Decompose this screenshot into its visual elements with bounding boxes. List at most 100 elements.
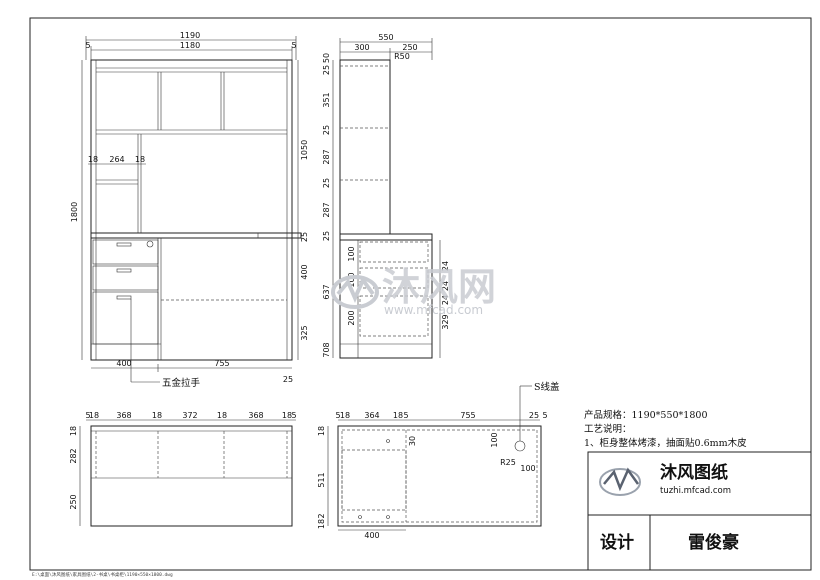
watermark-logo-icon	[331, 275, 379, 309]
side-depth-a: 300	[354, 43, 369, 52]
side-drawer-dim: 100	[347, 246, 356, 261]
designer-name: 雷俊豪	[688, 532, 739, 553]
plan-left-v-dim: 282	[69, 448, 78, 463]
watermark-url: www.mfcad.com	[384, 303, 483, 317]
plan-right-dim: 755	[460, 411, 475, 420]
lock-icon	[146, 240, 154, 248]
front-cabinet-body	[90, 59, 293, 361]
handle-icon	[116, 295, 132, 300]
plan-left-dim: 368	[116, 411, 131, 420]
wire-cover-icon	[514, 440, 526, 452]
side-v-dim: 287	[322, 149, 331, 164]
side-v-dim: 25	[322, 125, 331, 135]
plan-right-dim: 18	[393, 411, 403, 420]
plan-left-dim: 5	[291, 411, 296, 420]
front-gap-left: 18	[88, 155, 98, 164]
plan-left-dim: 18	[152, 411, 162, 420]
title-block: 沐风图纸 tuzhi.mfcad.com 设计 雷俊豪	[587, 451, 812, 571]
plan-right-inner-dim: 100	[520, 464, 535, 473]
design-label: 设计	[600, 532, 634, 553]
sheet-frame	[29, 17, 812, 571]
plan-right-dim: 18	[340, 411, 350, 420]
front-width-inner: 1180	[180, 41, 200, 50]
side-v-dim: 287	[322, 202, 331, 217]
side-v-dim: 25	[322, 65, 331, 75]
front-upper-height: 1050	[300, 140, 309, 160]
process-title: 工艺说明：	[584, 423, 632, 435]
brand-logo-icon	[599, 467, 641, 496]
side-v-dim: 25	[322, 178, 331, 188]
plan-right-inner-dim: 30	[408, 436, 417, 446]
front-side-right: 5	[291, 41, 296, 50]
plan-right-inner-dim: 100	[490, 432, 499, 447]
side-hutch	[339, 59, 391, 235]
plan-left-outline	[90, 425, 293, 527]
brand-url: tuzhi.mfcad.com	[660, 486, 731, 496]
handle-label: 五金拉手	[162, 377, 201, 389]
handle-icon	[116, 268, 132, 273]
front-side-left: 5	[85, 41, 90, 50]
side-right-dim: 24	[441, 261, 450, 271]
side-drawer-3	[359, 295, 429, 337]
front-bottom-right: 755	[214, 359, 229, 368]
plan-left-dim: 18	[89, 411, 99, 420]
plan-right-dim: 5	[335, 411, 340, 420]
side-depth-b: 250	[402, 43, 417, 52]
plan-left-v-dim: 18	[69, 426, 78, 436]
side-view: 550 300 250 R50 50 25 351 25 287 25 287 …	[322, 33, 450, 359]
process-note: 1、柜身整体烤漆，抽面贴0.6mm木皮	[584, 437, 747, 449]
plan-right-inner-dim: R25	[500, 458, 516, 467]
side-right-dim: 24	[441, 295, 450, 305]
front-cubby-width: 264	[109, 155, 124, 164]
plan-right-dim: 5	[542, 411, 547, 420]
plan-right-drawer-box	[341, 449, 407, 511]
wire-cover-label: S线盖	[534, 381, 560, 393]
plan-right-outline	[337, 425, 542, 527]
side-v-dim: 637	[322, 284, 331, 299]
side-drawer-dim: 100	[347, 272, 356, 287]
front-drawer-2	[92, 265, 159, 291]
front-drawer-1	[92, 239, 159, 265]
front-gap-right: 18	[135, 155, 145, 164]
brand-name: 沐风图纸	[660, 462, 728, 483]
plan-right-dim: 5	[403, 411, 408, 420]
plan-left-dim: 368	[248, 411, 263, 420]
watermark: 沐风网 www.mfcad.com	[331, 265, 496, 317]
side-v-dim: 25	[322, 231, 331, 241]
plan-left: 5 18 368 18 372 18 368 18 5 18 282 250	[69, 411, 297, 527]
plan-left-dim: 5	[85, 411, 90, 420]
front-width-total: 1190	[180, 31, 200, 40]
plan-right-v-dim: 511	[317, 472, 326, 487]
side-v-dim: 50	[322, 53, 331, 63]
plan-right-v-dim: 2	[317, 513, 326, 518]
side-base	[339, 239, 433, 359]
front-height-total: 1800	[70, 202, 79, 222]
plan-left-dim: 18	[282, 411, 292, 420]
plan-left-v-dim: 250	[69, 494, 78, 509]
side-v-dim: 708	[322, 342, 331, 357]
front-drawer-zone: 400	[300, 264, 309, 279]
file-path: E:\桌面\沐风图纸\家具图纸\2-书桌\书桌柜\1190×550×1800.d…	[32, 571, 173, 578]
front-drawer-3	[92, 291, 159, 345]
side-v-dim: 351	[322, 92, 331, 107]
plan-right: 5 18 364 18 5 755 25 5 S线盖 30 100 R25 10…	[317, 381, 560, 540]
plan-right-dim: 25	[529, 411, 539, 420]
plan-right-v-dim: 18	[317, 426, 326, 436]
front-desktop	[90, 232, 302, 239]
watermark-brand: 沐风网	[382, 265, 496, 309]
notes-block: 产品规格：1190*550*1800 工艺说明： 1、柜身整体烤漆，抽面贴0.6…	[584, 409, 747, 449]
front-desk-drop: 25	[300, 232, 309, 242]
side-radius: R50	[394, 52, 410, 61]
plan-left-dim: 372	[182, 411, 197, 420]
plan-right-bottom-dim: 400	[364, 531, 379, 540]
side-right-dim: 329	[441, 314, 450, 329]
spec-note: 产品规格：1190*550*1800	[584, 409, 708, 421]
front-bottom-offset: 25	[283, 375, 293, 384]
front-bottom-left: 400	[116, 359, 131, 368]
side-drawer-1	[359, 241, 429, 263]
front-view: 1190 1180 5 5 18 264 18	[70, 31, 309, 389]
side-desktop	[339, 233, 433, 241]
side-depth-total: 550	[378, 33, 393, 42]
front-lower-zone: 325	[300, 325, 309, 340]
